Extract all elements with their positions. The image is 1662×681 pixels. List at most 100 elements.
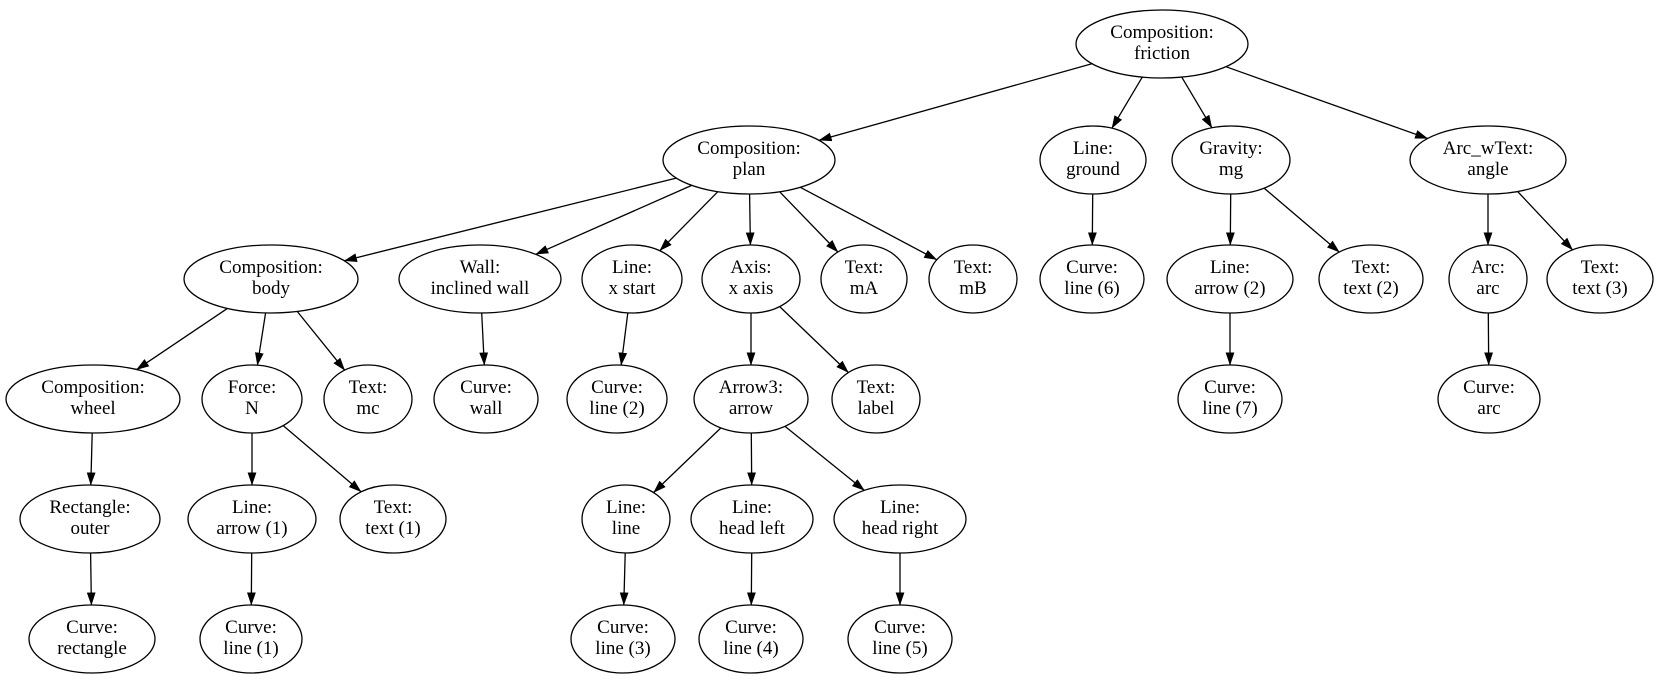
node-label-line2: line (6) [1064, 278, 1119, 299]
edge-plan-body [343, 177, 677, 262]
node-ellipse [433, 364, 539, 434]
node-ellipse [28, 604, 156, 674]
node-line-arrow-2: Line:arrow (2) [1166, 244, 1294, 314]
node-label-line1: Curve: [874, 617, 926, 638]
node-label-line1: Wall: [460, 257, 501, 278]
node-curve-line-1: Curve:line (1) [199, 604, 303, 674]
node-label-line2: angle [1467, 159, 1508, 180]
node-label-line1: Arc: [1471, 257, 1505, 278]
node-ellipse [1171, 125, 1291, 195]
node-label-line1: Curve: [1066, 257, 1118, 278]
node-ellipse [5, 364, 181, 434]
node-label-line2: N [245, 398, 259, 419]
node-curve-rectangle: Curve:rectangle [28, 604, 156, 674]
node-ellipse [199, 604, 303, 674]
node-ellipse [820, 244, 908, 314]
node-text-text-2: Text:text (2) [1318, 244, 1424, 314]
edge-x-start-curve-line-2 [618, 312, 629, 366]
node-label-line2: arc [1476, 278, 1499, 299]
node-curve-line-7: Curve:line (7) [1177, 364, 1283, 434]
node-label-line2: line (7) [1202, 398, 1257, 419]
node-label-line1: Text: [954, 257, 993, 278]
node-label-line1: Composition: [41, 377, 144, 398]
node-label-line1: Line: [732, 497, 772, 518]
node-curve-line-4: Curve:line (4) [698, 604, 804, 674]
edge-plan-x-start [659, 191, 719, 252]
node-text-ma: Text:mA [820, 244, 908, 314]
node-ellipse [1409, 125, 1567, 195]
node-label-line1: Text: [1352, 257, 1391, 278]
node-label-line2: line (4) [723, 638, 778, 659]
node-label-line1: Curve: [725, 617, 777, 638]
node-label-line1: Text: [845, 257, 884, 278]
node-label-line1: Curve: [460, 377, 512, 398]
node-label-line2: arc [1477, 398, 1500, 419]
node-label-line2: rectangle [57, 638, 127, 659]
node-ellipse [701, 244, 801, 314]
node-label-line1: Text: [349, 377, 388, 398]
node-label-line1: Line: [880, 497, 920, 518]
edge-body-force-n [254, 312, 267, 366]
node-force-n: Force:N [201, 364, 303, 434]
node-text-mb: Text:mB [928, 244, 1018, 314]
edge-friction-plan [818, 63, 1093, 142]
edge-body-text-mc [296, 310, 346, 371]
node-label-line2: ground [1066, 159, 1120, 180]
node-label-line1: Line: [612, 257, 652, 278]
node-ellipse [1039, 125, 1147, 195]
edge-rect-outer-curve-rectangle [86, 552, 96, 606]
node-label-line1: Rectangle: [49, 497, 130, 518]
node-ellipse [1177, 364, 1283, 434]
node-ellipse [1318, 244, 1424, 314]
node-label-line2: mA [850, 278, 879, 299]
node-text-mc: Text:mc [323, 364, 413, 434]
node-label-line2: arrow [729, 398, 774, 419]
node-arrow3-arrow: Arrow3:arrow [693, 364, 809, 434]
edge-x-axis-text-label [779, 306, 849, 373]
edge-line-line-curve-line-3 [619, 552, 629, 606]
node-label-line2: line (2) [589, 398, 644, 419]
node-ellipse [398, 244, 562, 314]
node-label-line2: x axis [729, 278, 774, 299]
node-body: Composition:body [183, 244, 359, 314]
node-label-line2: wheel [70, 398, 115, 419]
node-ellipse [847, 604, 953, 674]
edge-arrow3-arrow-line-head-right [784, 425, 865, 491]
node-text-text-1: Text:text (1) [339, 484, 447, 554]
node-line-line: Line:line [581, 484, 671, 554]
node-x-axis: Axis:x axis [701, 244, 801, 314]
node-ellipse [1039, 244, 1145, 314]
node-ellipse [1448, 244, 1528, 314]
node-ellipse [183, 244, 359, 314]
node-ellipse [1166, 244, 1294, 314]
node-label-line1: Line: [1073, 138, 1113, 159]
node-curve-line-3: Curve:line (3) [570, 604, 676, 674]
node-label-line2: text (3) [1572, 278, 1627, 299]
edge-plan-text-ma [779, 191, 839, 253]
edge-body-wheel [136, 307, 228, 371]
node-ellipse [1075, 9, 1249, 79]
node-label-line1: Text: [1581, 257, 1620, 278]
node-label-line1: Composition: [1110, 22, 1213, 43]
node-label-line1: Curve: [591, 377, 643, 398]
node-line-arrow-1: Line:arrow (1) [187, 484, 317, 554]
node-ellipse [693, 364, 809, 434]
node-label-line2: friction [1134, 43, 1190, 64]
node-label-line1: Text: [857, 377, 896, 398]
node-label-line1: Curve: [66, 617, 118, 638]
node-ground: Line:ground [1039, 125, 1147, 195]
node-text-text-3: Text:text (3) [1546, 244, 1654, 314]
edge-inclined-wall-curve-wall [479, 312, 489, 366]
node-label-line2: text (2) [1343, 278, 1398, 299]
node-angle: Arc_wText:angle [1409, 125, 1567, 195]
node-label-line2: mc [356, 398, 379, 419]
node-label-line1: Arc_wText: [1443, 138, 1533, 159]
node-wheel: Composition:wheel [5, 364, 181, 434]
node-label-line1: Curve: [1204, 377, 1256, 398]
node-ellipse [581, 484, 671, 554]
node-ellipse [339, 484, 447, 554]
edge-friction-angle [1225, 66, 1429, 140]
node-label-line2: line (5) [872, 638, 927, 659]
